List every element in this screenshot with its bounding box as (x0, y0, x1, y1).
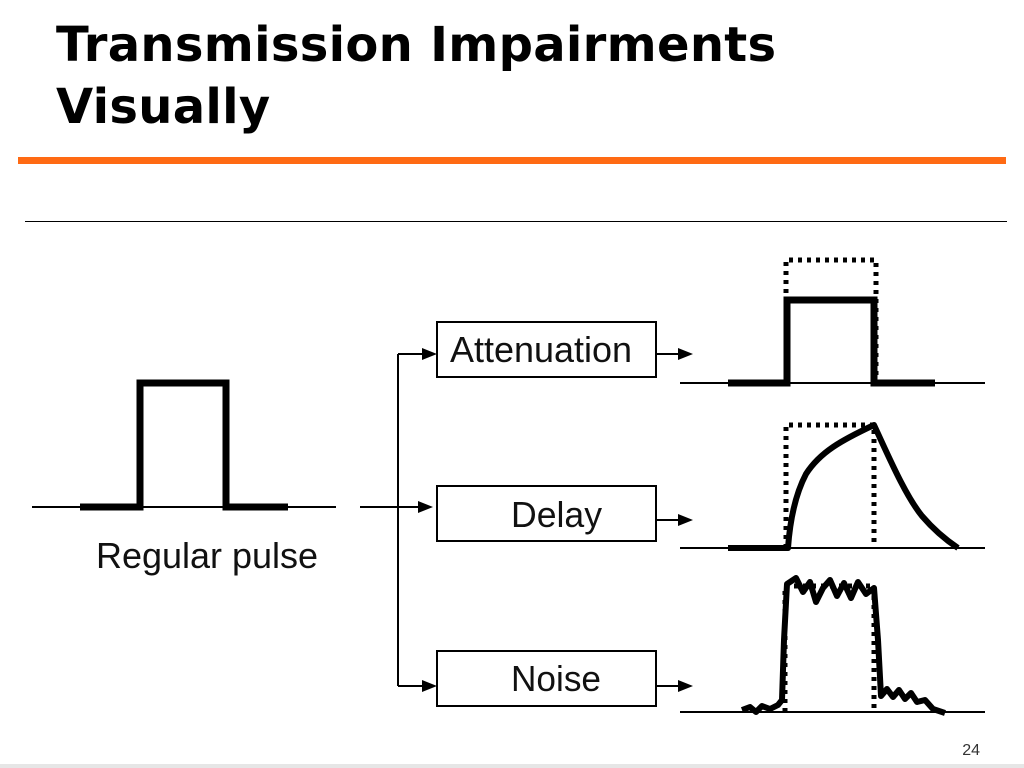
delayed-pulse (680, 422, 985, 551)
original-pulse-outline (783, 257, 879, 383)
title-underline-accent (18, 157, 1006, 164)
original-pulse-outline (783, 422, 877, 548)
regular-pulse-label: Regular pulse (96, 535, 318, 576)
slide-title: Transmission Impairments Visually (56, 17, 777, 135)
delay-box (436, 485, 657, 542)
arrow-head-main (418, 501, 433, 513)
content-divider (25, 221, 1007, 222)
attenuated-pulse (680, 257, 985, 387)
slide-footer-band (0, 764, 1024, 768)
regular-pulse-waveform (80, 379, 288, 511)
slide-number: 24 (962, 742, 980, 759)
delay-label: Delay (511, 494, 602, 535)
regular-pulse (32, 379, 336, 511)
output-arrows (657, 348, 693, 692)
split-connector (360, 348, 437, 692)
original-pulse-outline (782, 583, 877, 712)
delayed-waveform (728, 422, 960, 551)
noise-label: Noise (511, 658, 601, 699)
attenuation-label: Attenuation (450, 329, 632, 370)
arrow-head-noise (422, 680, 437, 692)
noise-box (436, 650, 657, 707)
noisy-pulse (680, 575, 985, 716)
attenuated-waveform (728, 296, 935, 387)
arrow-head-attenuation (422, 348, 437, 360)
attenuation-box (436, 321, 657, 378)
noisy-waveform (740, 575, 946, 716)
